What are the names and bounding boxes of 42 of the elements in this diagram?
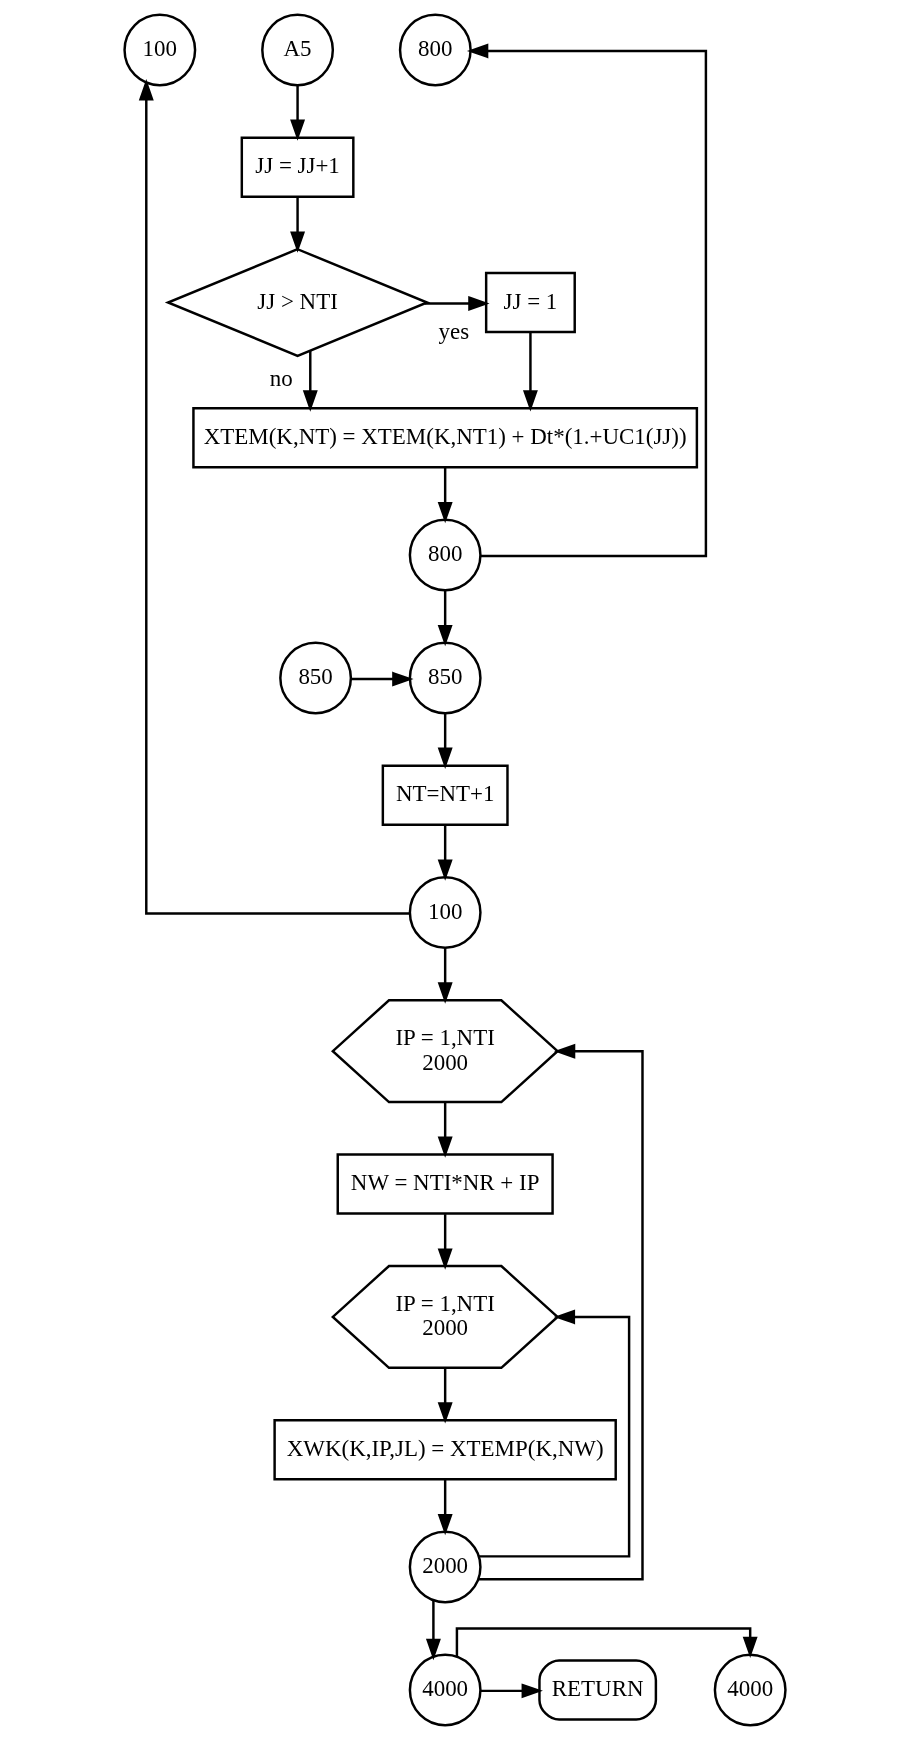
node-box: JJ = JJ+1: [240, 136, 355, 198]
node-circle: 4000: [713, 1653, 787, 1727]
arrow: [437, 1479, 453, 1536]
arrow: [437, 590, 453, 647]
arrow: [437, 948, 453, 1004]
node-circle: A5: [260, 13, 334, 87]
arrow: [289, 197, 305, 253]
arrow: [455, 1627, 758, 1658]
arrow: [302, 350, 318, 412]
arrow: [478, 1309, 630, 1558]
arrow: [425, 1600, 441, 1661]
arrow: [289, 85, 305, 141]
node-circle: 2000: [408, 1530, 482, 1604]
node-diamond: JJ > NTI: [164, 247, 430, 358]
arrow: [437, 824, 453, 881]
arrow: [350, 671, 414, 687]
node-circle: 4000: [408, 1653, 482, 1727]
node-circle: 100: [122, 13, 196, 87]
arrow: [138, 79, 410, 915]
node-box: RETURN: [537, 1659, 657, 1721]
arrow: [437, 713, 453, 769]
node-box: XTEM(K,NT) = XTEM(K,NT1) + Dt*(1.+UC1(JJ)): [191, 407, 698, 469]
node-circle: 800: [408, 518, 482, 592]
node-box: NW = NTI*NR + IP: [336, 1153, 554, 1215]
node-box: XWK(K,IP,JL) = XTEMP(K,NW): [272, 1419, 617, 1481]
node-circle: 100: [408, 876, 482, 950]
node-circle: 850: [408, 641, 482, 715]
arrow: [478, 1043, 644, 1581]
arrow: [466, 43, 707, 558]
edge-label: yes: [438, 318, 469, 344]
node-box: NT=NT+1: [381, 764, 509, 827]
arrow: [437, 1214, 453, 1270]
node-circle: 800: [398, 13, 472, 87]
node-circle: 850: [278, 641, 352, 715]
arrow: [424, 296, 490, 311]
node-box: JJ = 1: [484, 271, 576, 334]
arrow: [522, 332, 538, 412]
arrow: [480, 1683, 543, 1699]
edge-label: no: [269, 365, 293, 391]
arrow: [437, 467, 453, 524]
arrow: [437, 1102, 453, 1158]
arrow: [437, 1367, 453, 1424]
